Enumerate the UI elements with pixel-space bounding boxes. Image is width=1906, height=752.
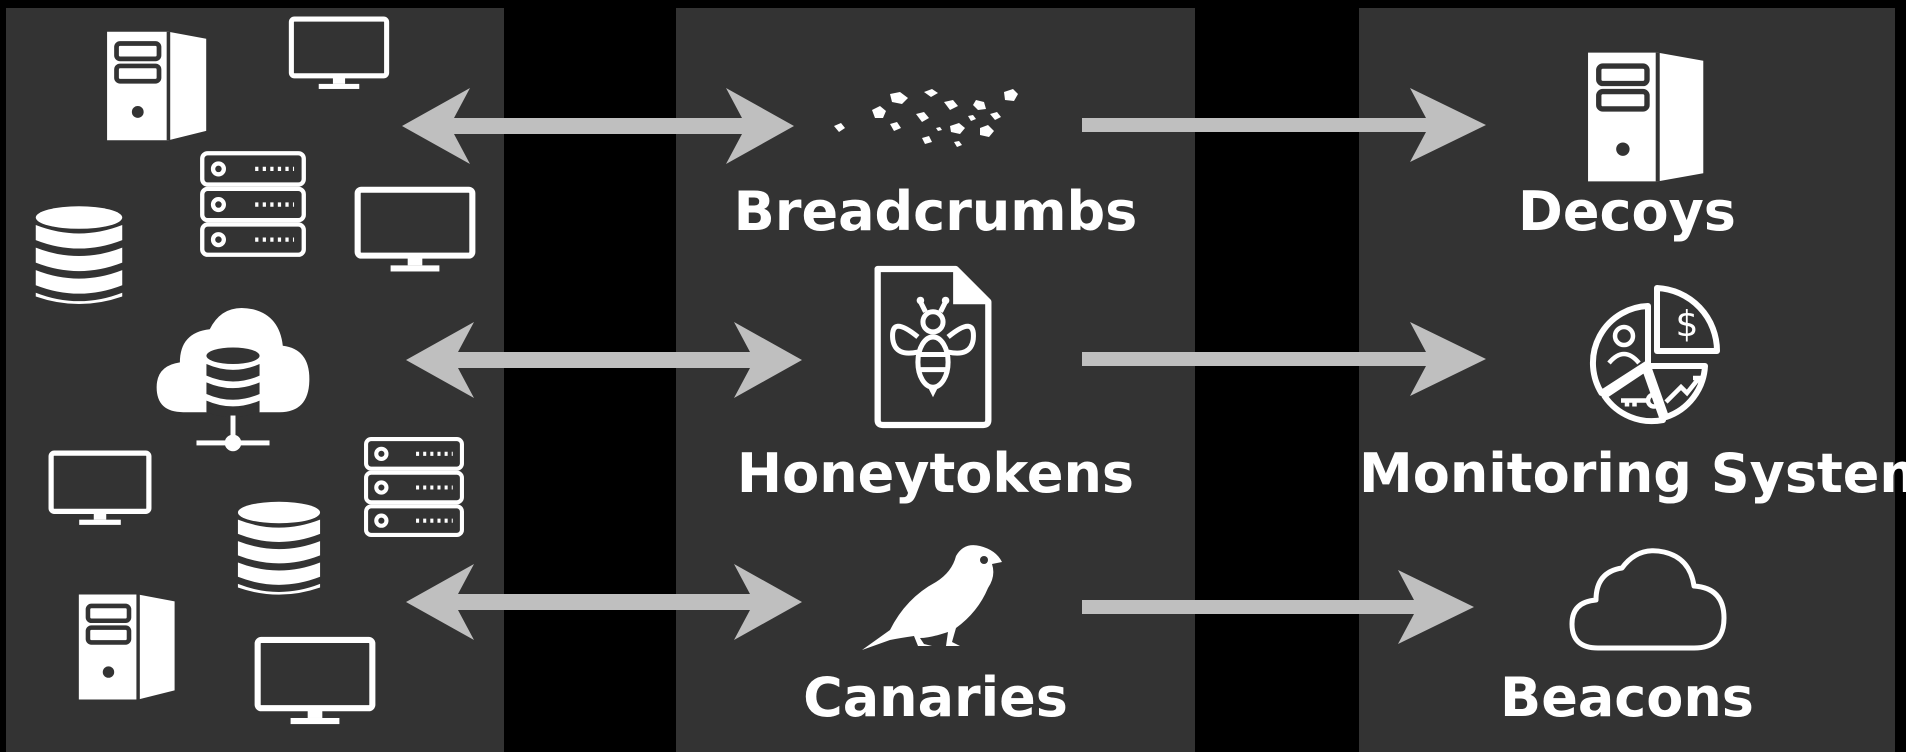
monitor-icon [288, 16, 390, 92]
monitor-icon [354, 186, 476, 274]
breadcrumbs-icon [826, 86, 1024, 152]
right-arrow [1082, 322, 1486, 396]
honeytokens-label: Honeytokens [736, 442, 1135, 505]
breadcrumbs-label: Breadcrumbs [733, 180, 1138, 243]
server-rack-icon [362, 436, 466, 538]
monitor-icon [254, 636, 376, 728]
database-icon [234, 500, 324, 600]
decoy-server-icon [1580, 50, 1714, 184]
decoys-label: Decoys [1518, 180, 1736, 243]
honeytoken-document-icon [870, 264, 996, 430]
desktop-tower-icon [100, 27, 218, 145]
canary-bird-icon [860, 542, 1006, 652]
svg-text:$: $ [1676, 304, 1699, 345]
bidirectional-arrow [402, 86, 794, 166]
monitor-icon [48, 450, 152, 528]
right-arrow [1082, 88, 1486, 162]
canaries-label: Canaries [803, 666, 1068, 729]
cloud-icon [1568, 544, 1728, 652]
server-rack-icon [198, 150, 308, 258]
monitoring-pie-chart-icon: $ [1570, 282, 1726, 432]
cloud-database-icon [150, 296, 316, 462]
beacons-label: Beacons [1500, 666, 1754, 729]
bidirectional-arrow [406, 320, 802, 400]
desktop-tower-icon [72, 590, 186, 704]
bidirectional-arrow [406, 562, 802, 642]
right-arrow [1082, 570, 1474, 644]
monitoring-system-label: Monitoring System [1359, 442, 1906, 505]
database-icon [32, 204, 126, 310]
